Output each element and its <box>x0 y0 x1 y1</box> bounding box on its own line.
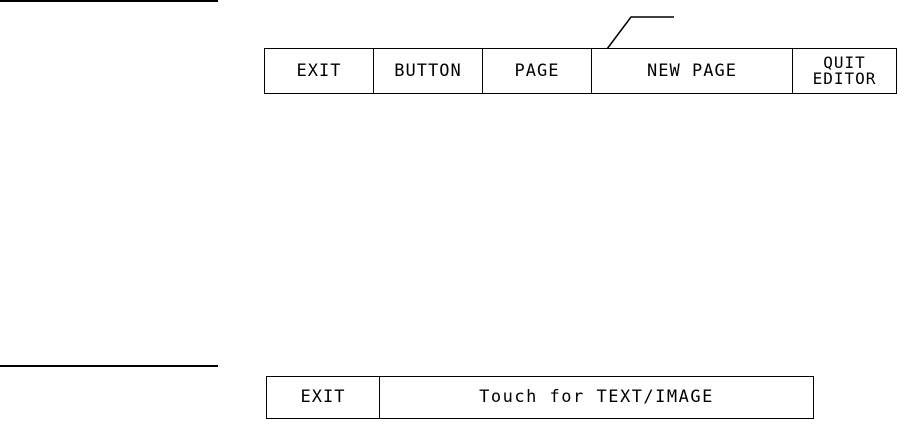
touch-menu-bar: EXIT Touch for TEXT/IMAGE <box>266 376 814 419</box>
new-page-button[interactable]: NEW PAGE <box>592 49 793 93</box>
page-button[interactable]: PAGE <box>483 49 592 93</box>
touch-text-image-button[interactable]: Touch for TEXT/IMAGE <box>479 387 714 407</box>
exit-button[interactable]: EXIT <box>265 49 374 93</box>
quit-editor-label-line1: QUIT <box>823 53 866 72</box>
top-divider-line <box>0 0 218 2</box>
button-button[interactable]: BUTTON <box>374 49 483 93</box>
exit-button-secondary[interactable]: EXIT <box>267 377 380 418</box>
quit-editor-label-line2: EDITOR <box>812 69 877 88</box>
quit-editor-button[interactable]: QUIT EDITOR <box>793 49 896 93</box>
editor-menu-bar: EXIT BUTTON PAGE NEW PAGE QUIT EDITOR <box>264 48 897 94</box>
bottom-divider-line <box>0 365 218 367</box>
callout-leader-line <box>606 16 674 50</box>
